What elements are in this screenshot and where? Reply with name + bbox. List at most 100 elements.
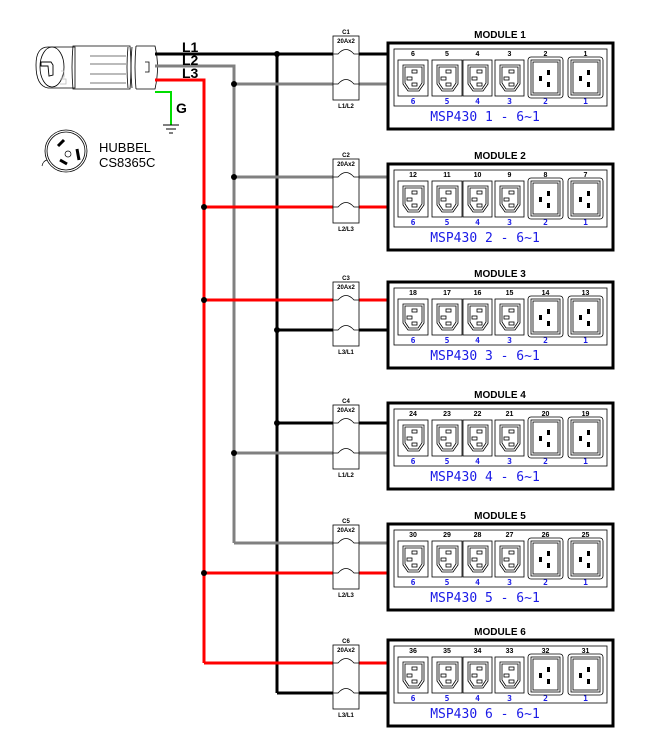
- pin: [476, 666, 483, 671]
- outlet-19[interactable]: 191: [567, 411, 604, 466]
- c13-outlet-icon: [436, 185, 459, 213]
- outlet-33[interactable]: 333: [494, 648, 525, 703]
- c13-frame: [494, 419, 525, 457]
- outlet-24[interactable]: 246: [397, 411, 429, 466]
- c13-frame: [397, 298, 429, 336]
- connector-brand: HUBBEL: [99, 140, 151, 155]
- junction-dot: [274, 51, 280, 57]
- outlet-23[interactable]: 235: [431, 411, 463, 466]
- c13-outlet-icon: [436, 545, 459, 573]
- outlet-8[interactable]: 82: [527, 172, 564, 227]
- c19-inner: [532, 658, 559, 691]
- outlet-11[interactable]: 115: [431, 172, 463, 227]
- outlet-12[interactable]: 126: [397, 172, 429, 227]
- outlet-22[interactable]: 224: [462, 411, 493, 466]
- pin: [508, 69, 515, 74]
- pin: [508, 321, 515, 326]
- outlet-9[interactable]: 93: [494, 172, 525, 227]
- pin: [587, 191, 590, 196]
- outlet-4[interactable]: 44: [462, 51, 493, 106]
- pin: [411, 429, 418, 434]
- breaker-rating: 20Ax2: [337, 408, 355, 414]
- junction-dot: [231, 81, 237, 87]
- outlet-16[interactable]: 164: [462, 290, 493, 345]
- outlet-position: 1: [583, 97, 588, 106]
- outlet-7[interactable]: 71: [567, 172, 604, 227]
- pin: [476, 203, 483, 208]
- outlet-number: 18: [409, 290, 417, 297]
- outlet-10[interactable]: 104: [462, 172, 493, 227]
- c13-inner: [438, 663, 457, 687]
- breaker-body: [332, 644, 360, 710]
- label-g: G: [176, 100, 187, 116]
- outlet-36[interactable]: 366: [397, 648, 429, 703]
- outlet-28[interactable]: 284: [462, 532, 493, 587]
- outlet-position: 4: [475, 218, 480, 227]
- outlet-20[interactable]: 202: [527, 411, 564, 466]
- outlet-18[interactable]: 186: [397, 290, 429, 345]
- pin: [411, 190, 418, 195]
- c13-inner: [404, 663, 423, 687]
- outlet-32[interactable]: 322: [527, 648, 564, 703]
- breaker-contact-icon: [333, 79, 359, 85]
- outlet-34[interactable]: 344: [462, 648, 493, 703]
- outlet-2[interactable]: 22: [527, 51, 564, 106]
- outlet-position: 1: [583, 457, 588, 466]
- outlet-6[interactable]: 66: [397, 51, 429, 106]
- outlet-30[interactable]: 306: [397, 532, 429, 587]
- breaker-phases: L3/L1: [338, 713, 354, 719]
- c13-frame: [494, 59, 525, 97]
- outlet-27[interactable]: 273: [494, 532, 525, 587]
- pin: [406, 76, 413, 81]
- c13-inner: [469, 66, 487, 90]
- pin: [547, 679, 550, 684]
- outlet-number: 25: [582, 532, 590, 539]
- outlet-21[interactable]: 213: [494, 411, 525, 466]
- outlet-1[interactable]: 11: [567, 51, 604, 106]
- pin: [471, 436, 478, 441]
- outlet-17[interactable]: 175: [431, 290, 463, 345]
- breaker-phases: L1/L2: [338, 473, 354, 479]
- twist-lock-plug: [35, 45, 158, 90]
- c13-inner: [404, 66, 423, 90]
- outlet-14[interactable]: 142: [527, 290, 564, 345]
- outlet-29[interactable]: 295: [431, 532, 463, 587]
- pin: [579, 436, 582, 441]
- c13-frame: [462, 656, 493, 694]
- pin: [587, 551, 590, 556]
- breaker-contact-icon: [333, 688, 359, 694]
- pin: [503, 557, 510, 562]
- outlet-31[interactable]: 311: [567, 648, 604, 703]
- c13-frame: [431, 59, 463, 97]
- outlet-25[interactable]: 251: [567, 532, 604, 587]
- pin: [406, 436, 413, 441]
- pin: [587, 430, 590, 435]
- c13-inner: [469, 547, 487, 571]
- c13-outlet-icon: [499, 545, 521, 573]
- pin: [445, 203, 452, 208]
- outlet-number: 24: [409, 411, 417, 418]
- pin: [587, 563, 590, 568]
- c19-inner: [572, 300, 599, 333]
- connector-model: CS8365C: [99, 155, 155, 170]
- outlet-position: 1: [583, 218, 588, 227]
- outlet-3[interactable]: 33: [494, 51, 525, 106]
- outlet-35[interactable]: 355: [431, 648, 463, 703]
- outlet-13[interactable]: 131: [567, 290, 604, 345]
- c13-outlet-icon: [467, 424, 489, 452]
- outlet-15[interactable]: 153: [494, 290, 525, 345]
- pin: [547, 430, 550, 435]
- module-name: MSP430 5 - 6~1: [430, 591, 540, 606]
- c19-inner: [572, 182, 599, 215]
- pin: [411, 563, 418, 568]
- outlet-26[interactable]: 262: [527, 532, 564, 587]
- outlet-5[interactable]: 55: [431, 51, 463, 106]
